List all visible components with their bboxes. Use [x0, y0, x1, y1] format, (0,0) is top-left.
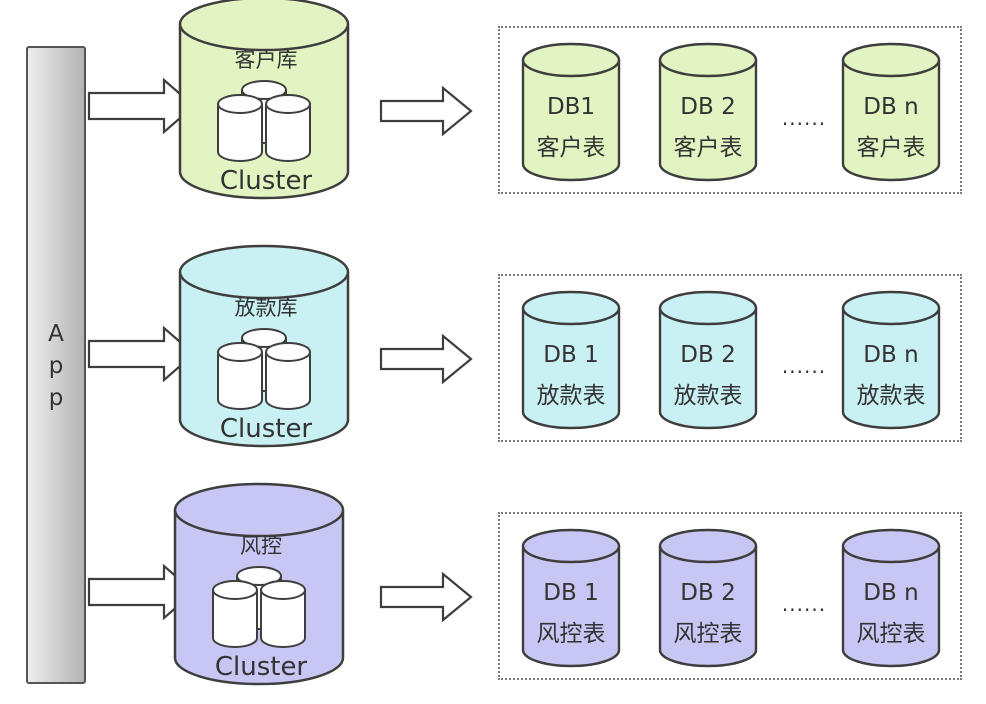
- cluster-title: 客户库: [234, 48, 298, 72]
- db-table-name: 风控表: [856, 621, 926, 647]
- cluster-to-db-arrow: [379, 333, 473, 385]
- db-shard-cylinder: [841, 290, 941, 430]
- db-name: DB1: [546, 94, 596, 120]
- app-bar: A p p: [26, 46, 86, 684]
- db-shard-cylinder: [658, 290, 758, 430]
- app-label-letter: A: [48, 321, 64, 347]
- db-shard-cylinder: [841, 42, 941, 182]
- app-label-letter: p: [48, 385, 64, 411]
- cluster-cylinder: [178, 244, 350, 448]
- db-shard-cylinder: [521, 528, 621, 668]
- db-shard-group: [498, 512, 962, 680]
- cluster-label: Cluster: [214, 652, 308, 682]
- cluster-title: 放款库: [234, 296, 298, 320]
- db-name: DB n: [863, 94, 919, 120]
- app-label-letter: p: [48, 353, 64, 379]
- db-shard-cylinder: [841, 528, 941, 668]
- cluster-to-db-arrow: [379, 85, 473, 137]
- db-name: DB 1: [543, 580, 599, 606]
- db-table-name: 放款表: [673, 383, 743, 409]
- cluster-title: 风控: [240, 534, 282, 558]
- db-table-name: 放款表: [536, 383, 606, 409]
- db-table-name: 风控表: [673, 621, 743, 647]
- ellipsis: ······: [781, 112, 827, 136]
- ellipsis: ······: [781, 598, 827, 622]
- db-shard-cylinder: [658, 528, 758, 668]
- cluster-cylinder: [178, 0, 350, 200]
- db-shard-cylinder: [521, 290, 621, 430]
- db-table-name: 风控表: [536, 621, 606, 647]
- ellipsis: ······: [781, 360, 827, 384]
- db-name: DB n: [863, 580, 919, 606]
- db-table-name: 客户表: [673, 135, 743, 161]
- cluster-cylinder: [173, 482, 345, 686]
- db-shard-group: [498, 274, 962, 442]
- db-name: DB 1: [543, 342, 599, 368]
- db-name: DB 2: [680, 342, 736, 368]
- db-shard-group: [498, 26, 962, 194]
- cluster-label: Cluster: [219, 166, 313, 196]
- db-table-name: 放款表: [856, 383, 926, 409]
- cluster-to-db-arrow: [379, 571, 473, 623]
- db-shard-cylinder: [521, 42, 621, 182]
- db-name: DB 2: [680, 580, 736, 606]
- db-name: DB n: [863, 342, 919, 368]
- db-shard-cylinder: [658, 42, 758, 182]
- db-name: DB 2: [680, 94, 736, 120]
- db-table-name: 客户表: [856, 135, 926, 161]
- db-table-name: 客户表: [536, 135, 606, 161]
- cluster-label: Cluster: [219, 414, 313, 444]
- app-label: A p p: [28, 318, 84, 414]
